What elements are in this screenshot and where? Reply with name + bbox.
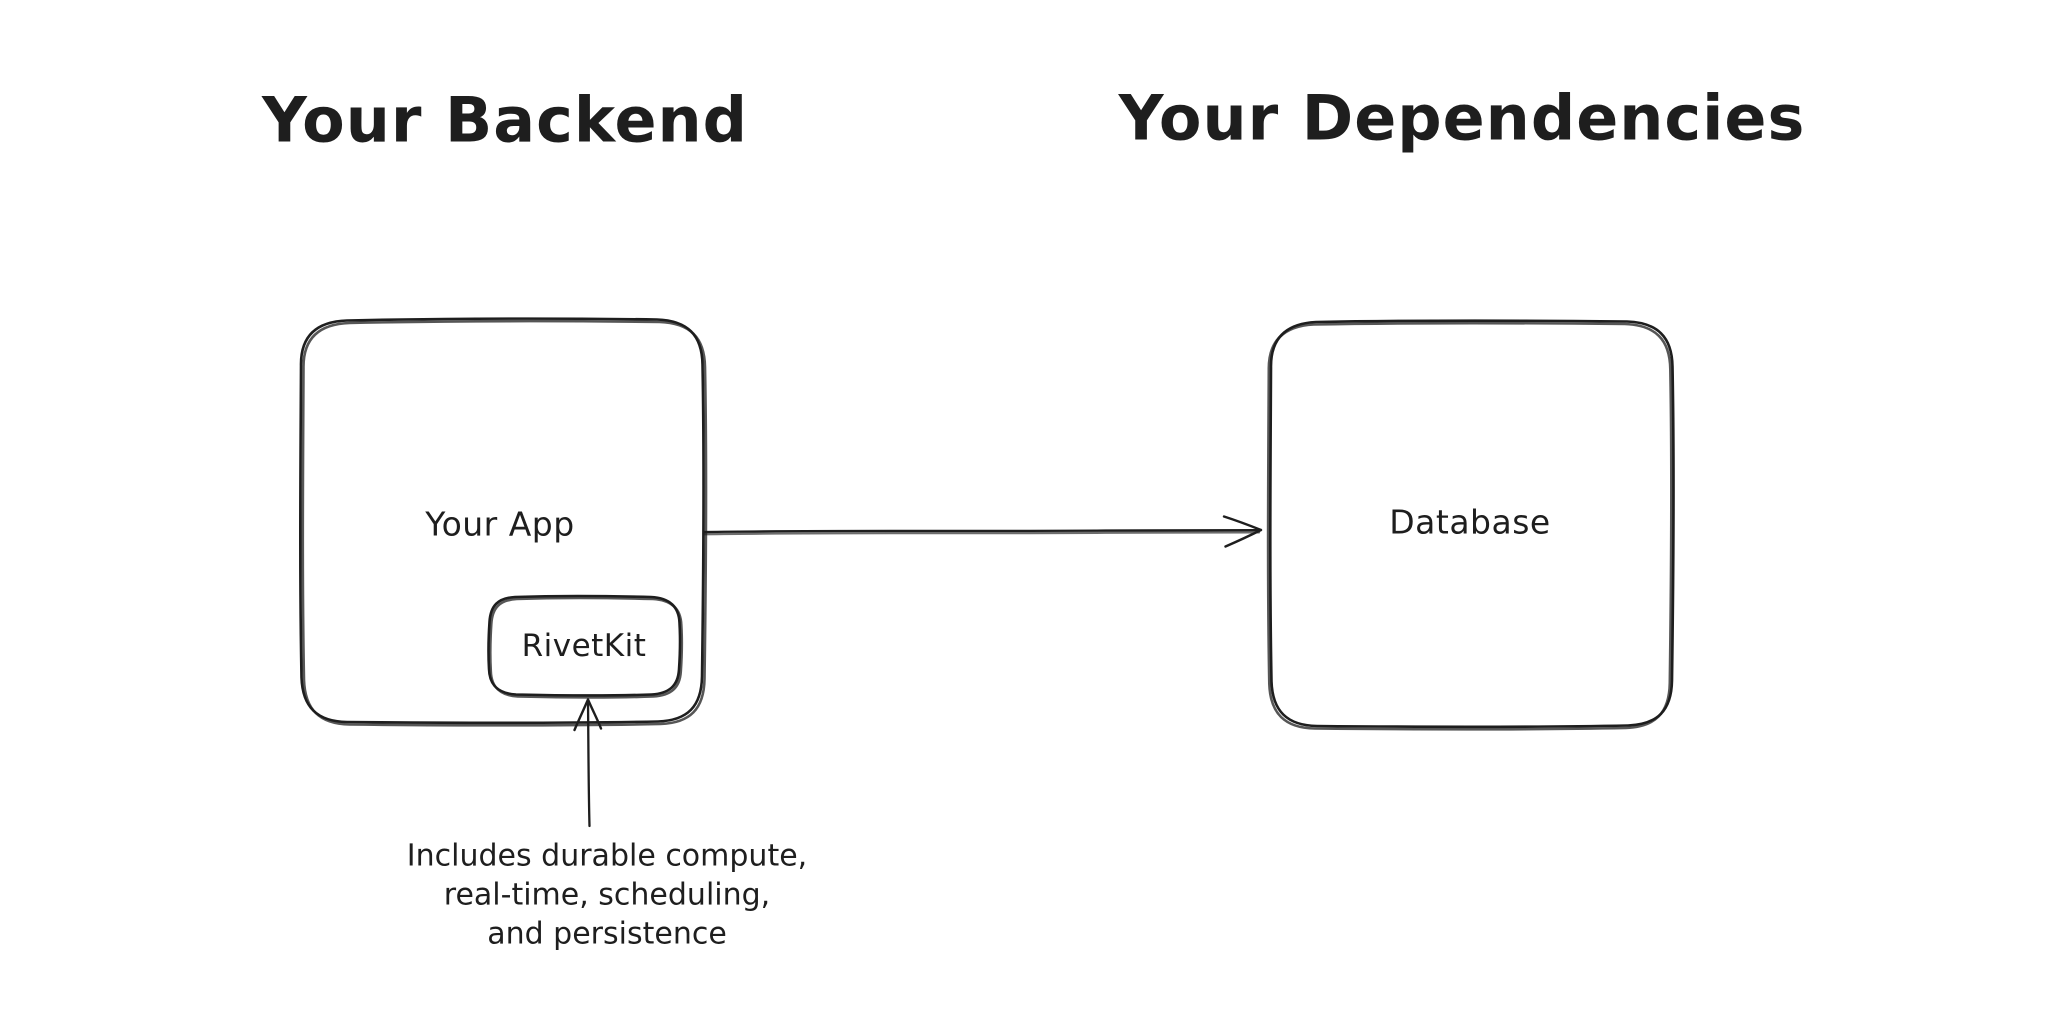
your-app-box [299,317,708,727]
arrowhead-up-icon [573,698,603,732]
annotation-text: Includes durable compute, real-time, sch… [407,837,807,954]
your-app-box-outline [299,317,705,725]
arrow-annotation-to-rivetkit [573,698,603,828]
arrow-your-app-to-database [702,515,1263,548]
annotation-line-1: Includes durable compute, [406,838,808,874]
annotation-line-2: real-time, scheduling, [443,877,771,913]
database-box [1266,319,1675,731]
section-title-your-backend: Your Backend [261,83,749,157]
rivetkit-box [487,594,684,699]
rivetkit-box-outline [487,594,682,697]
rivetkit-label: RivetKit [521,628,647,664]
your-app-label: Your App [425,504,575,544]
section-title-your-dependencies: Your Dependencies [1118,81,1806,155]
arrow-shaft [586,699,591,828]
annotation-line-3: and persistence [487,916,727,952]
arrow-shaft-sketch-stroke [702,531,1261,536]
database-label: Database [1389,502,1551,542]
arrowhead-right-icon [1222,515,1263,548]
arrow-shaft [702,529,1261,534]
database-box-outline [1269,319,1675,729]
